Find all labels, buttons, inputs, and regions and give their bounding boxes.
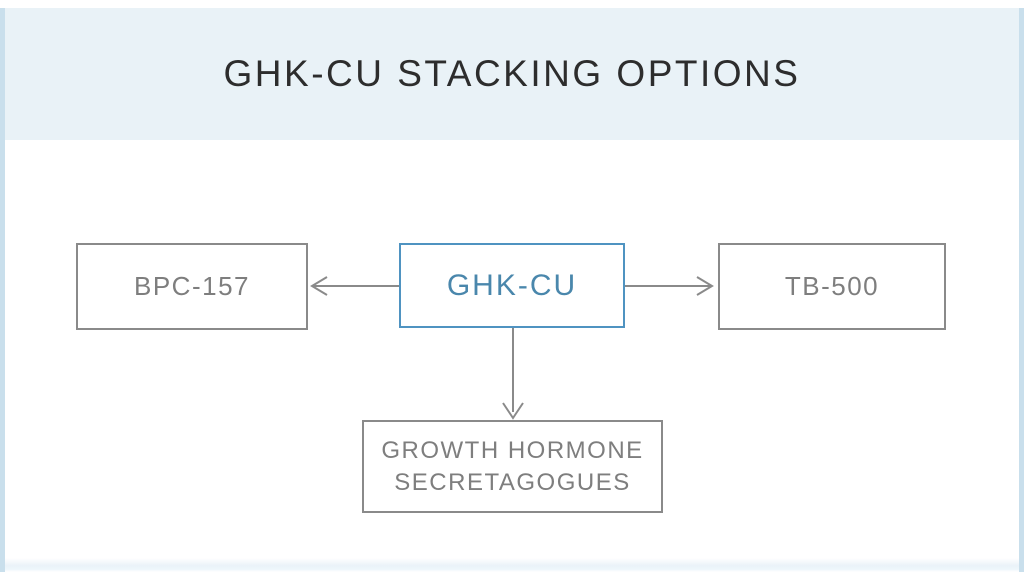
node-box-bpc-157: BPC-157 [76, 243, 308, 330]
left-edge-strip [0, 8, 5, 572]
bottom-cutoff-text-artifact [0, 558, 1024, 572]
arrow-to-growth-hormone-secretagogues [502, 328, 524, 420]
right-edge-strip [1019, 8, 1024, 572]
node-box-growth-hormone-secretagogues: GROWTH HORMONE SECRETAGOGUES [362, 420, 663, 513]
node-box-tb-500: TB-500 [718, 243, 946, 330]
node-label-ghk-cu: GHK-CU [446, 268, 578, 302]
node-box-ghk-cu: GHK-CU [399, 243, 625, 328]
arrow-to-tb-500 [625, 276, 714, 296]
arrow-to-bpc-157 [310, 276, 399, 296]
node-label-bpc-157: BPC-157 [134, 271, 250, 301]
node-label-tb-500: TB-500 [784, 271, 880, 301]
header-band: GHK-CU STACKING OPTIONS [0, 8, 1024, 140]
page-title: GHK-CU STACKING OPTIONS [223, 53, 801, 94]
node-label-growth-hormone-secretagogues: GROWTH HORMONE SECRETAGOGUES [381, 437, 644, 496]
